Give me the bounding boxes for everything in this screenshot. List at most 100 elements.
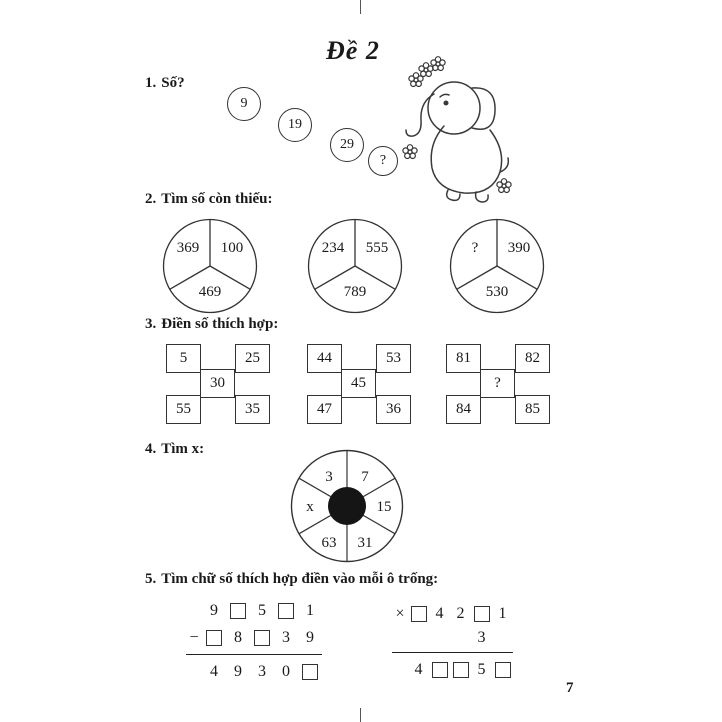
elephant-illustration: [402, 56, 512, 203]
q5-number: 5.: [145, 571, 157, 587]
grid-cell: 44: [307, 344, 342, 373]
divider-line: [496, 265, 538, 290]
sector-value: 234: [322, 240, 345, 256]
q2-split-circle-3: ? 390 530: [449, 218, 545, 314]
q1-sequence-circle-3: 29: [330, 128, 364, 162]
digit: 9: [234, 662, 242, 680]
divider-line: [456, 265, 498, 290]
subtrahend-row: − 8 3 9: [186, 624, 322, 651]
q4-heading: 4.Tìm x:: [145, 441, 204, 458]
q5-multiplication: × 4 2 1 3 4 5: [392, 600, 513, 683]
sector-value: 369: [177, 240, 200, 256]
sector-value: x: [306, 499, 314, 515]
sector-value: 63: [322, 535, 337, 551]
grid-cell: 36: [376, 395, 411, 424]
digit: 1: [498, 604, 507, 622]
digit: 4: [210, 662, 218, 680]
times-sign: ×: [395, 604, 405, 622]
sector-value: 469: [199, 284, 222, 300]
q1-sequence-circle-2: 19: [278, 108, 312, 142]
q5-text: Tìm chữ số thích hợp điền vào mỗi ô trốn…: [161, 571, 439, 587]
digit: 3: [477, 629, 486, 646]
page-title: Đề 2: [326, 36, 380, 65]
grid-cell: 25: [235, 344, 270, 373]
page-number: 7: [566, 680, 574, 696]
digit: 9: [210, 601, 218, 619]
sector-value: 3: [325, 469, 333, 485]
digit: 5: [258, 601, 266, 619]
sector-value: ?: [472, 240, 479, 256]
q4-wheel: 3 7 x 15 63 31: [290, 449, 404, 563]
minuend-row: 9 5 1: [186, 597, 322, 624]
divider-line: [209, 265, 251, 290]
q4-text: Tìm x:: [161, 441, 205, 457]
grid-center-cell: 30: [200, 369, 235, 398]
minus-sign: −: [189, 628, 199, 646]
divider-line: [314, 265, 356, 290]
answer-box[interactable]: [410, 605, 427, 622]
equals-line: [186, 654, 322, 655]
circle-value: 19: [288, 117, 302, 132]
multiplier-row: 3: [392, 627, 513, 649]
q2-text: Tìm số còn thiếu:: [161, 191, 273, 207]
q3-number: 3.: [145, 316, 157, 332]
grid-cell: 47: [307, 395, 342, 424]
digit: 4: [414, 660, 423, 678]
q3-grid-2: 44 53 45 47 36: [307, 344, 411, 424]
q1-text: Số?: [161, 75, 185, 91]
q3-heading: 3.Điền số thích hợp:: [145, 316, 278, 333]
answer-box[interactable]: [494, 661, 511, 678]
q3-grid-1: 5 25 30 55 35: [166, 344, 270, 424]
digit: 3: [258, 662, 266, 680]
answer-box[interactable]: [452, 661, 469, 678]
digit: 2: [456, 604, 465, 622]
digit: 8: [234, 628, 242, 646]
sector-value: 555: [366, 240, 389, 256]
divider-line: [169, 265, 211, 290]
answer-box[interactable]: [473, 605, 490, 622]
crop-mark-top: [360, 0, 361, 14]
q5-heading: 5.Tìm chữ số thích hợp điền vào mỗi ô tr…: [145, 571, 438, 588]
equals-line: [392, 652, 513, 653]
grid-cell: 55: [166, 395, 201, 424]
grid-cell: 53: [376, 344, 411, 373]
q3-text: Điền số thích hợp:: [161, 316, 279, 332]
q4-number: 4.: [145, 441, 157, 457]
grid-center-cell: ?: [480, 369, 515, 398]
grid-cell: 5: [166, 344, 201, 373]
crop-mark-bottom: [360, 708, 361, 722]
divider-line: [354, 265, 396, 290]
answer-box[interactable]: [278, 602, 294, 619]
q2-heading: 2.Tìm số còn thiếu:: [145, 191, 273, 208]
digit: 5: [477, 660, 486, 678]
sector-value: 100: [221, 240, 244, 256]
q2-number: 2.: [145, 191, 157, 207]
sector-value: 7: [361, 469, 369, 485]
answer-box[interactable]: [230, 602, 246, 619]
grid-cell: 84: [446, 395, 481, 424]
q2-split-circle-2: 234 555 789: [307, 218, 403, 314]
q1-sequence-circle-4: ?: [368, 146, 398, 176]
sector-value: 789: [344, 284, 367, 300]
digit: 9: [306, 628, 314, 646]
sector-value: 15: [377, 499, 392, 515]
answer-box[interactable]: [302, 663, 318, 680]
digit: 1: [306, 601, 314, 619]
grid-cell: 35: [235, 395, 270, 424]
answer-box[interactable]: [254, 629, 270, 646]
q1-number: 1.: [145, 75, 157, 91]
q2-split-circle-1: 369 100 469: [162, 218, 258, 314]
q1-heading: 1.Số?: [145, 75, 185, 92]
grid-center-cell: 45: [341, 369, 376, 398]
sector-value: 390: [508, 240, 531, 256]
circle-value: 9: [240, 96, 248, 111]
circle-value: ?: [379, 153, 387, 168]
q5-subtraction: 9 5 1 − 8 3 9 4 9 3 0: [186, 597, 322, 685]
sector-value: 530: [486, 284, 509, 300]
difference-row: 4 9 3 0: [186, 658, 322, 685]
q3-grid-3: 81 82 ? 84 85: [446, 344, 550, 424]
answer-box[interactable]: [431, 661, 448, 678]
sector-value: 31: [358, 535, 373, 551]
grid-cell: 85: [515, 395, 550, 424]
answer-box[interactable]: [206, 629, 222, 646]
